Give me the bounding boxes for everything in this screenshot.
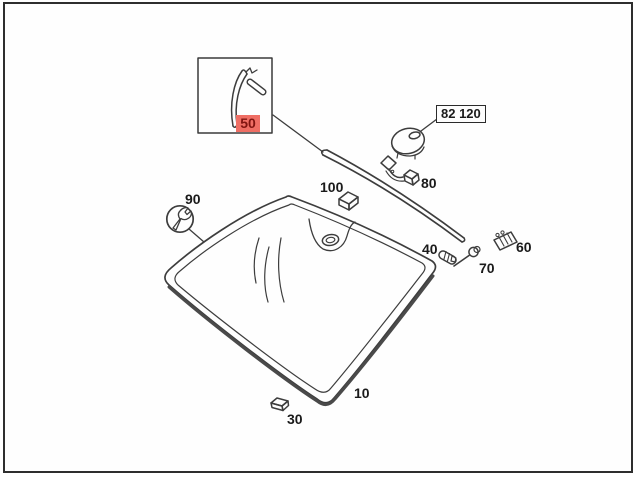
part-label-70[interactable]: 70 (479, 260, 495, 276)
clip-60-drawing (493, 230, 518, 251)
part-label-50[interactable]: 50 (236, 115, 260, 132)
windshield-glass-drawing (164, 195, 437, 406)
part-label-90[interactable]: 90 (185, 191, 201, 207)
mirror-mount-drawing (308, 218, 356, 252)
screw-70-drawing (453, 245, 481, 267)
part-label-30[interactable]: 30 (287, 411, 303, 427)
part-label-10[interactable]: 10 (354, 385, 370, 401)
part-label-100[interactable]: 100 (320, 179, 344, 195)
pad-30-drawing (270, 397, 290, 412)
wrench-icon (165, 204, 205, 243)
part-label-80[interactable]: 80 (421, 175, 437, 191)
clip-100-drawing (338, 191, 359, 211)
part-label-60[interactable]: 60 (516, 239, 532, 255)
part-label-40[interactable]: 40 (422, 241, 438, 257)
trim-strip-drawing (320, 149, 466, 243)
part50-inset-box (197, 57, 324, 153)
sensor-bracket-drawing (380, 155, 420, 186)
part-label-82120[interactable]: 82 120 (436, 105, 486, 123)
diagram-frame (3, 2, 633, 473)
clip-40-drawing (438, 250, 457, 265)
rain-sensor-drawing (390, 118, 438, 160)
